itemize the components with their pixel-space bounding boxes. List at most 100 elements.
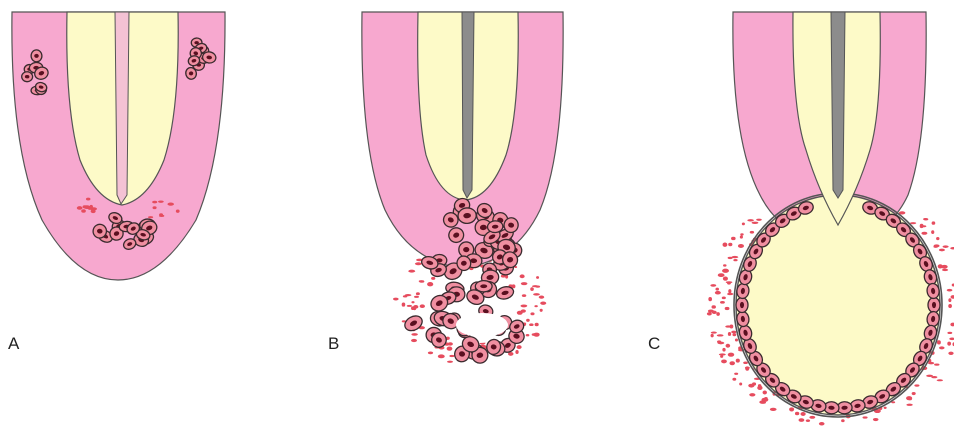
inflammatory-dot — [749, 393, 755, 396]
inflammatory-dot — [726, 344, 731, 348]
inflammatory-dot — [402, 302, 406, 306]
inflammatory-dot — [728, 353, 734, 357]
inflammatory-dot — [532, 285, 539, 287]
inflammatory-dot — [926, 375, 933, 377]
inflammatory-dot — [795, 412, 799, 416]
inflammatory-dot — [948, 352, 953, 355]
inflammatory-dot — [520, 274, 525, 278]
inflammatory-dot — [725, 307, 730, 310]
inflammatory-dot — [77, 206, 83, 210]
inflammatory-dot — [936, 237, 939, 240]
inflammatory-dot — [449, 355, 454, 357]
inflammatory-dot — [708, 297, 712, 301]
inflammatory-dot — [841, 419, 845, 422]
inflammatory-dot — [806, 419, 810, 422]
inflammatory-dot — [415, 262, 422, 265]
inflammatory-dot — [799, 418, 805, 422]
inflammatory-dot — [789, 407, 794, 411]
inflammatory-dot — [727, 293, 733, 295]
inflammatory-dot — [752, 222, 759, 224]
inflammatory-dot — [948, 304, 952, 308]
inflammatory-dot — [711, 332, 717, 334]
inflammatory-dot — [908, 398, 912, 401]
inflammatory-dot — [750, 231, 754, 234]
inflammatory-dot — [416, 292, 420, 295]
inflammatory-dot — [947, 332, 952, 334]
inflammatory-dot — [718, 273, 725, 277]
inflammatory-dot — [735, 338, 738, 341]
inflammatory-dot — [720, 301, 725, 304]
inflammatory-dot — [733, 259, 737, 261]
inflammatory-dot — [408, 270, 415, 273]
inflammatory-dot — [743, 362, 748, 365]
inflammatory-dot — [923, 218, 927, 220]
inflammatory-dot — [819, 422, 825, 425]
inflammatory-dot — [717, 342, 724, 345]
inflammatory-dot — [884, 407, 887, 409]
inflammatory-dot — [534, 305, 537, 307]
inflammatory-dot — [723, 264, 726, 266]
inflammatory-dot — [540, 309, 543, 312]
inflammatory-dot — [716, 312, 720, 316]
inflammatory-dot — [948, 298, 951, 302]
panel-a-tooth-apex — [12, 12, 225, 280]
inflammatory-dot — [715, 291, 721, 295]
inflammatory-dot — [951, 295, 954, 299]
panel-c-tooth-apex-cyst — [707, 12, 954, 426]
root-canal-filling — [831, 12, 845, 198]
inflammatory-dot — [932, 221, 936, 224]
inflammatory-dot — [742, 222, 745, 225]
inflammatory-dot — [405, 294, 412, 296]
inflammatory-dot — [729, 361, 734, 365]
inflammatory-dot — [906, 404, 912, 406]
inflammatory-dot — [937, 379, 943, 381]
inflammatory-dot — [515, 350, 518, 354]
inflammatory-dot — [153, 206, 157, 209]
inflammatory-dot — [420, 304, 425, 308]
inflammatory-dot — [447, 361, 453, 363]
inflammatory-dot — [937, 340, 941, 344]
inflammatory-dot — [438, 354, 445, 358]
root-canal — [115, 12, 129, 204]
inflammatory-dot — [411, 333, 417, 336]
inflammatory-dot — [393, 298, 399, 301]
inflammatory-dot — [717, 334, 724, 336]
inflammatory-dot — [931, 230, 934, 234]
inflammatory-dot — [529, 323, 533, 326]
inflammatory-dot — [711, 334, 714, 337]
panel-b-tooth-apex — [362, 12, 563, 364]
inflammatory-dot — [950, 323, 954, 327]
inflammatory-dot — [723, 276, 728, 280]
inflammatory-dot — [939, 249, 945, 252]
inflammatory-dot — [950, 247, 954, 249]
inflammatory-dot — [720, 355, 723, 358]
inflammatory-dot — [419, 281, 424, 283]
inflammatory-dot — [535, 323, 539, 327]
inflammatory-dot — [158, 200, 164, 202]
inflammatory-dot — [521, 309, 526, 312]
cell-nucleus — [932, 302, 936, 308]
inflammatory-dot — [722, 297, 726, 300]
inflammatory-dot — [943, 245, 949, 248]
inflammatory-dot — [539, 295, 544, 298]
inflammatory-dot — [941, 265, 948, 269]
inflammatory-dot — [711, 305, 715, 308]
inflammatory-dot — [732, 333, 736, 336]
inflammatory-dot — [747, 219, 754, 221]
inflammatory-dot — [708, 309, 714, 312]
inflammatory-dot — [910, 222, 916, 224]
inflammatory-dot — [540, 301, 546, 304]
inflammatory-dot — [176, 210, 180, 213]
root-canal-filling — [462, 12, 474, 198]
inflammatory-dot — [933, 246, 938, 248]
inflammatory-dot — [740, 235, 743, 238]
inflammatory-dot — [934, 363, 939, 365]
panel-label-a: A — [8, 334, 19, 354]
inflammatory-cell — [21, 71, 32, 81]
inflammatory-dot — [533, 293, 540, 295]
inflammatory-dot — [763, 391, 767, 395]
inflammatory-dot — [86, 198, 91, 201]
inflammatory-dot — [739, 382, 742, 385]
